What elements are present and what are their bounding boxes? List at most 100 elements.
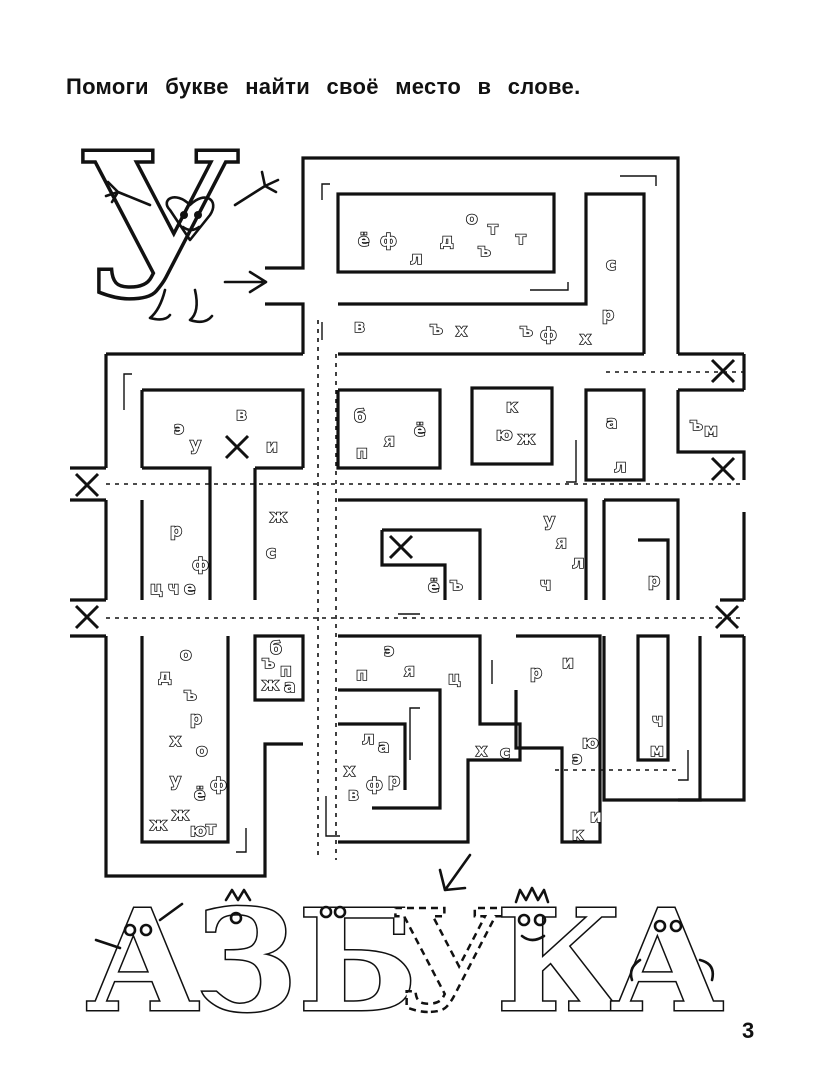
maze-letter: п [356, 665, 368, 685]
maze-letter: ъ [430, 319, 443, 339]
eye-icon [333, 905, 347, 919]
maze-letter: я [556, 533, 567, 553]
maze-letter: ф [192, 555, 209, 575]
eye-icon [123, 923, 137, 937]
maze-letter: у [190, 435, 201, 455]
maze-letter: ф [540, 325, 557, 345]
maze-letter: ъ [450, 575, 463, 595]
eye-icon [517, 913, 531, 927]
dead-end-icon [388, 534, 414, 560]
arrow-down-left-icon [438, 853, 472, 892]
hero-letter-u: У [76, 107, 280, 346]
maze-letter: и [266, 437, 278, 457]
arms-icon [94, 902, 184, 950]
maze-letter: ф [366, 775, 383, 795]
word-letter-1: А [86, 880, 200, 1044]
maze-letter: п [280, 661, 292, 681]
maze-letter: я [384, 431, 395, 451]
dead-end-icon [710, 358, 736, 384]
maze-letter: е [184, 579, 196, 599]
dead-end-icon [714, 604, 740, 630]
word-letter-5: К [496, 880, 623, 1044]
eye-icon [533, 913, 547, 927]
maze-letter: ъ [478, 241, 491, 261]
eye-icon [319, 905, 333, 919]
maze-letter: а [606, 413, 617, 433]
smile-icon [520, 934, 546, 942]
maze-letter: о [180, 645, 192, 665]
arrow-icon [123, 373, 132, 410]
page-number: 3 [742, 1018, 755, 1043]
maze-letter: т [488, 219, 498, 239]
maze-letter: у [544, 511, 555, 531]
maze-letter: р [648, 571, 660, 591]
maze-letter: т [206, 819, 216, 839]
maze-letter: ю [190, 821, 207, 841]
right-arm-icon [233, 170, 280, 207]
eye-icon [229, 911, 243, 925]
eye-icon [180, 211, 188, 219]
maze-letter: у [170, 771, 181, 791]
arrow-right-icon [223, 270, 268, 294]
maze-letter: и [590, 807, 602, 827]
maze-letter: в [354, 317, 365, 337]
answer-word: А З Б У К А [85, 879, 726, 1046]
maze-letter: с [606, 255, 616, 275]
maze-letter: р [530, 663, 542, 683]
arrow-icon [321, 183, 330, 200]
maze-letter: ч [168, 579, 180, 599]
heart-face-icon [165, 196, 215, 242]
maze-letter: с [266, 543, 276, 563]
maze-letter: р [602, 305, 614, 325]
maze-letter: л [572, 553, 584, 573]
maze-letter: в [236, 405, 247, 425]
maze-letter: и [562, 653, 574, 673]
maze-letter: б [354, 407, 366, 427]
arrow-icon [530, 282, 569, 291]
maze-letter: э [384, 641, 394, 661]
maze-letter: ж [150, 815, 167, 835]
maze-letter: ъ [262, 653, 275, 673]
maze-letter: т [516, 229, 526, 249]
maze-letter: ф [380, 231, 397, 251]
maze-letter: р [170, 521, 182, 541]
maze-letter: ё [414, 421, 426, 441]
arrow-icon [409, 707, 420, 760]
dead-end-icon [710, 456, 736, 482]
maze-letter: ъ [520, 321, 533, 341]
crown-icon [224, 888, 252, 902]
maze-letter: д [158, 667, 172, 687]
eye-icon [669, 919, 683, 933]
maze-letter: ъ [184, 685, 197, 705]
maze-letter: м [650, 741, 664, 761]
feet-icon [148, 288, 214, 324]
maze-letter: ё [428, 577, 440, 597]
maze-letter: а [284, 677, 295, 697]
maze-letter: ж [518, 429, 535, 449]
maze-letter: с [500, 743, 510, 763]
arrow-icon [678, 750, 689, 781]
maze-letter: л [410, 249, 422, 269]
maze-letter: х [476, 741, 487, 761]
maze-letter: ж [262, 675, 279, 695]
maze-letter: ё [358, 231, 370, 251]
word-letter-6: А [610, 880, 724, 1044]
maze-letter: д [440, 231, 454, 251]
maze-letter: ж [172, 805, 189, 825]
maze-letter: ф [210, 775, 227, 795]
smile-icon [181, 225, 201, 232]
maze-letter: п [356, 443, 368, 463]
dead-end-icon [74, 472, 100, 498]
maze-letter: ю [582, 733, 599, 753]
maze-letter: а [378, 737, 389, 757]
maze-letter: о [466, 209, 478, 229]
maze-letter: л [614, 457, 626, 477]
maze-letter: э [174, 419, 184, 439]
arrow-icon [566, 440, 577, 483]
maze-letter: ъ [690, 415, 703, 435]
left-arm-icon [104, 180, 152, 207]
maze-letter: ц [448, 669, 461, 689]
maze-letter: х [580, 329, 591, 349]
maze-letter: м [704, 421, 718, 441]
